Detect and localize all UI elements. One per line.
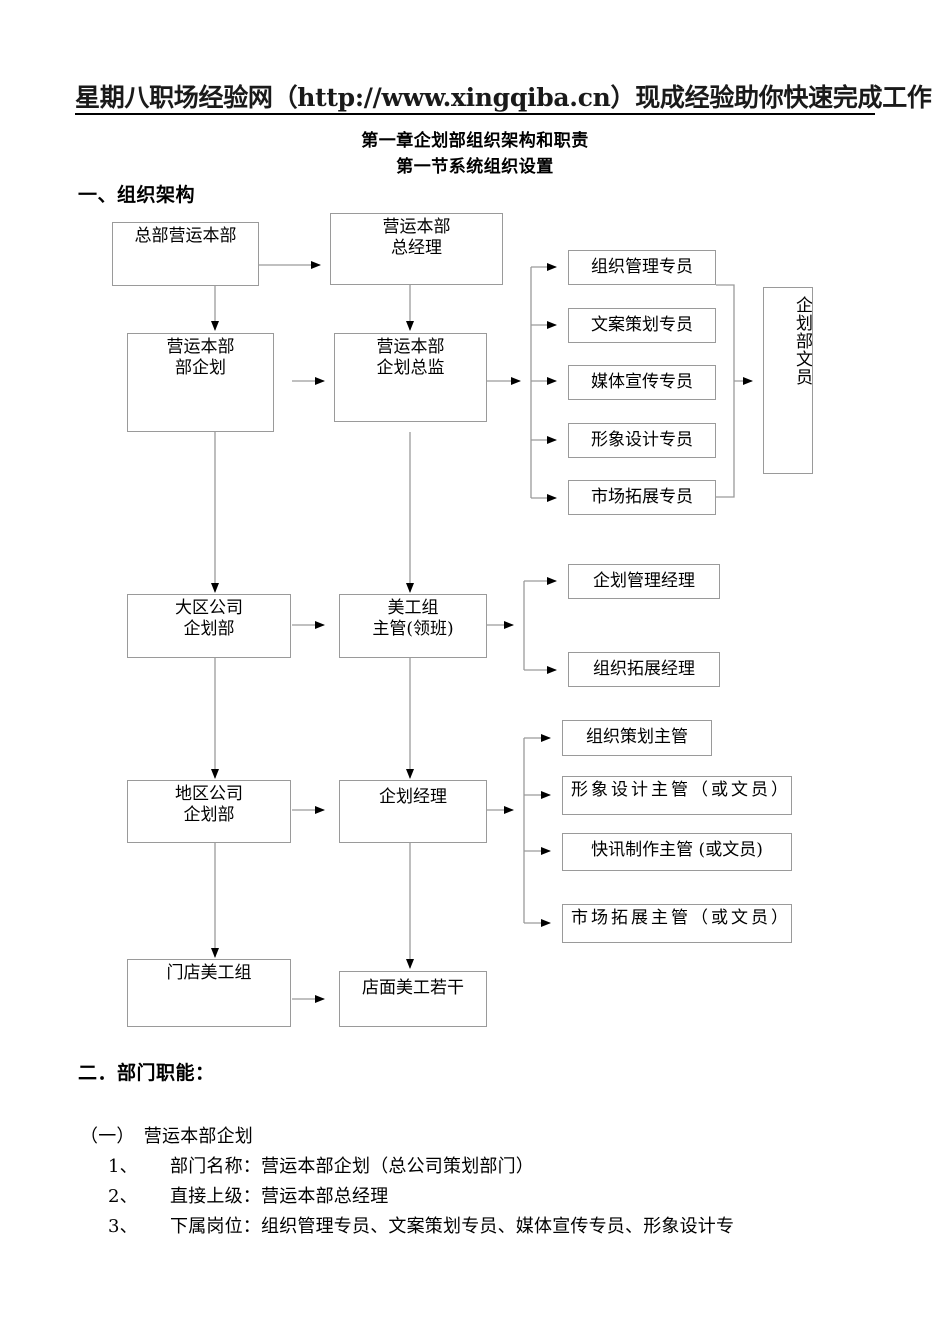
list-item-text: 部门名称：营运本部企划（总公司策划部门）	[170, 1156, 534, 1177]
list-item: 2、 直接上级：营运本部总经理	[108, 1182, 388, 1208]
node-sup-bulletin: 快讯制作主管 (或文员)	[562, 833, 792, 871]
list-item-number: 3、	[108, 1216, 138, 1237]
section-title: 第一节系统组织设置	[396, 157, 554, 177]
site-banner-text: 星期八职场经验网（http://www.xingqiba.cn）现成经验助你快速…	[75, 83, 932, 112]
node-operations-gm: 营运本部 总经理	[330, 213, 503, 285]
node-district-company-planning: 地区公司 企划部	[127, 780, 291, 843]
node-specialist-org-management: 组织管理专员	[568, 250, 716, 285]
list-item-number: 1、	[108, 1156, 138, 1177]
node-specialist-copywriting: 文案策划专员	[568, 308, 716, 343]
heading-department-functions: 二．部门职能：	[78, 1062, 215, 1084]
node-planning-management-manager: 企划管理经理	[568, 564, 720, 599]
list-item-number: 2、	[108, 1186, 138, 1207]
node-region-company-planning: 大区公司 企划部	[127, 594, 291, 658]
node-operations-planning-director: 营运本部 企划总监	[334, 333, 487, 422]
list-item: 3、 下属岗位：组织管理专员、文案策划专员、媒体宣传专员、形象设计专	[108, 1212, 734, 1238]
node-org-development-manager: 组织拓展经理	[568, 652, 720, 687]
node-sup-image-design: 形象设计主管（或文员）	[562, 776, 792, 815]
node-specialist-media: 媒体宣传专员	[568, 365, 716, 400]
node-operations-planning: 营运本部 部企划	[127, 333, 274, 432]
node-sup-market-dev: 市场拓展主管（或文员）	[562, 904, 792, 943]
node-store-art-group: 门店美工组	[127, 959, 291, 1027]
heading-org-structure: 一、组织架构	[78, 184, 196, 206]
node-sup-org-planning: 组织策划主管	[562, 720, 712, 756]
list-item-text: 直接上级：营运本部总经理	[170, 1186, 389, 1207]
list-item: 1、 部门名称：营运本部企划（总公司策划部门）	[108, 1152, 534, 1178]
node-hq-operations: 总部营运本部	[112, 222, 259, 286]
node-specialist-image-design: 形象设计专员	[568, 423, 716, 458]
header-divider	[75, 113, 875, 115]
node-art-group-supervisor: 美工组 主管(领班)	[339, 594, 487, 658]
chapter-title: 第一章企划部组织架构和职责	[361, 131, 589, 151]
node-specialist-market-dev: 市场拓展专员	[568, 480, 716, 515]
subsection-operations-planning: （一） 营运本部企划	[80, 1126, 253, 1147]
node-planning-dept-clerk: 企划部文员	[763, 287, 813, 474]
list-item-text: 下属岗位：组织管理专员、文案策划专员、媒体宣传专员、形象设计专	[170, 1216, 735, 1237]
node-store-artists: 店面美工若干	[339, 971, 487, 1027]
node-planning-manager: 企划经理	[339, 780, 487, 843]
